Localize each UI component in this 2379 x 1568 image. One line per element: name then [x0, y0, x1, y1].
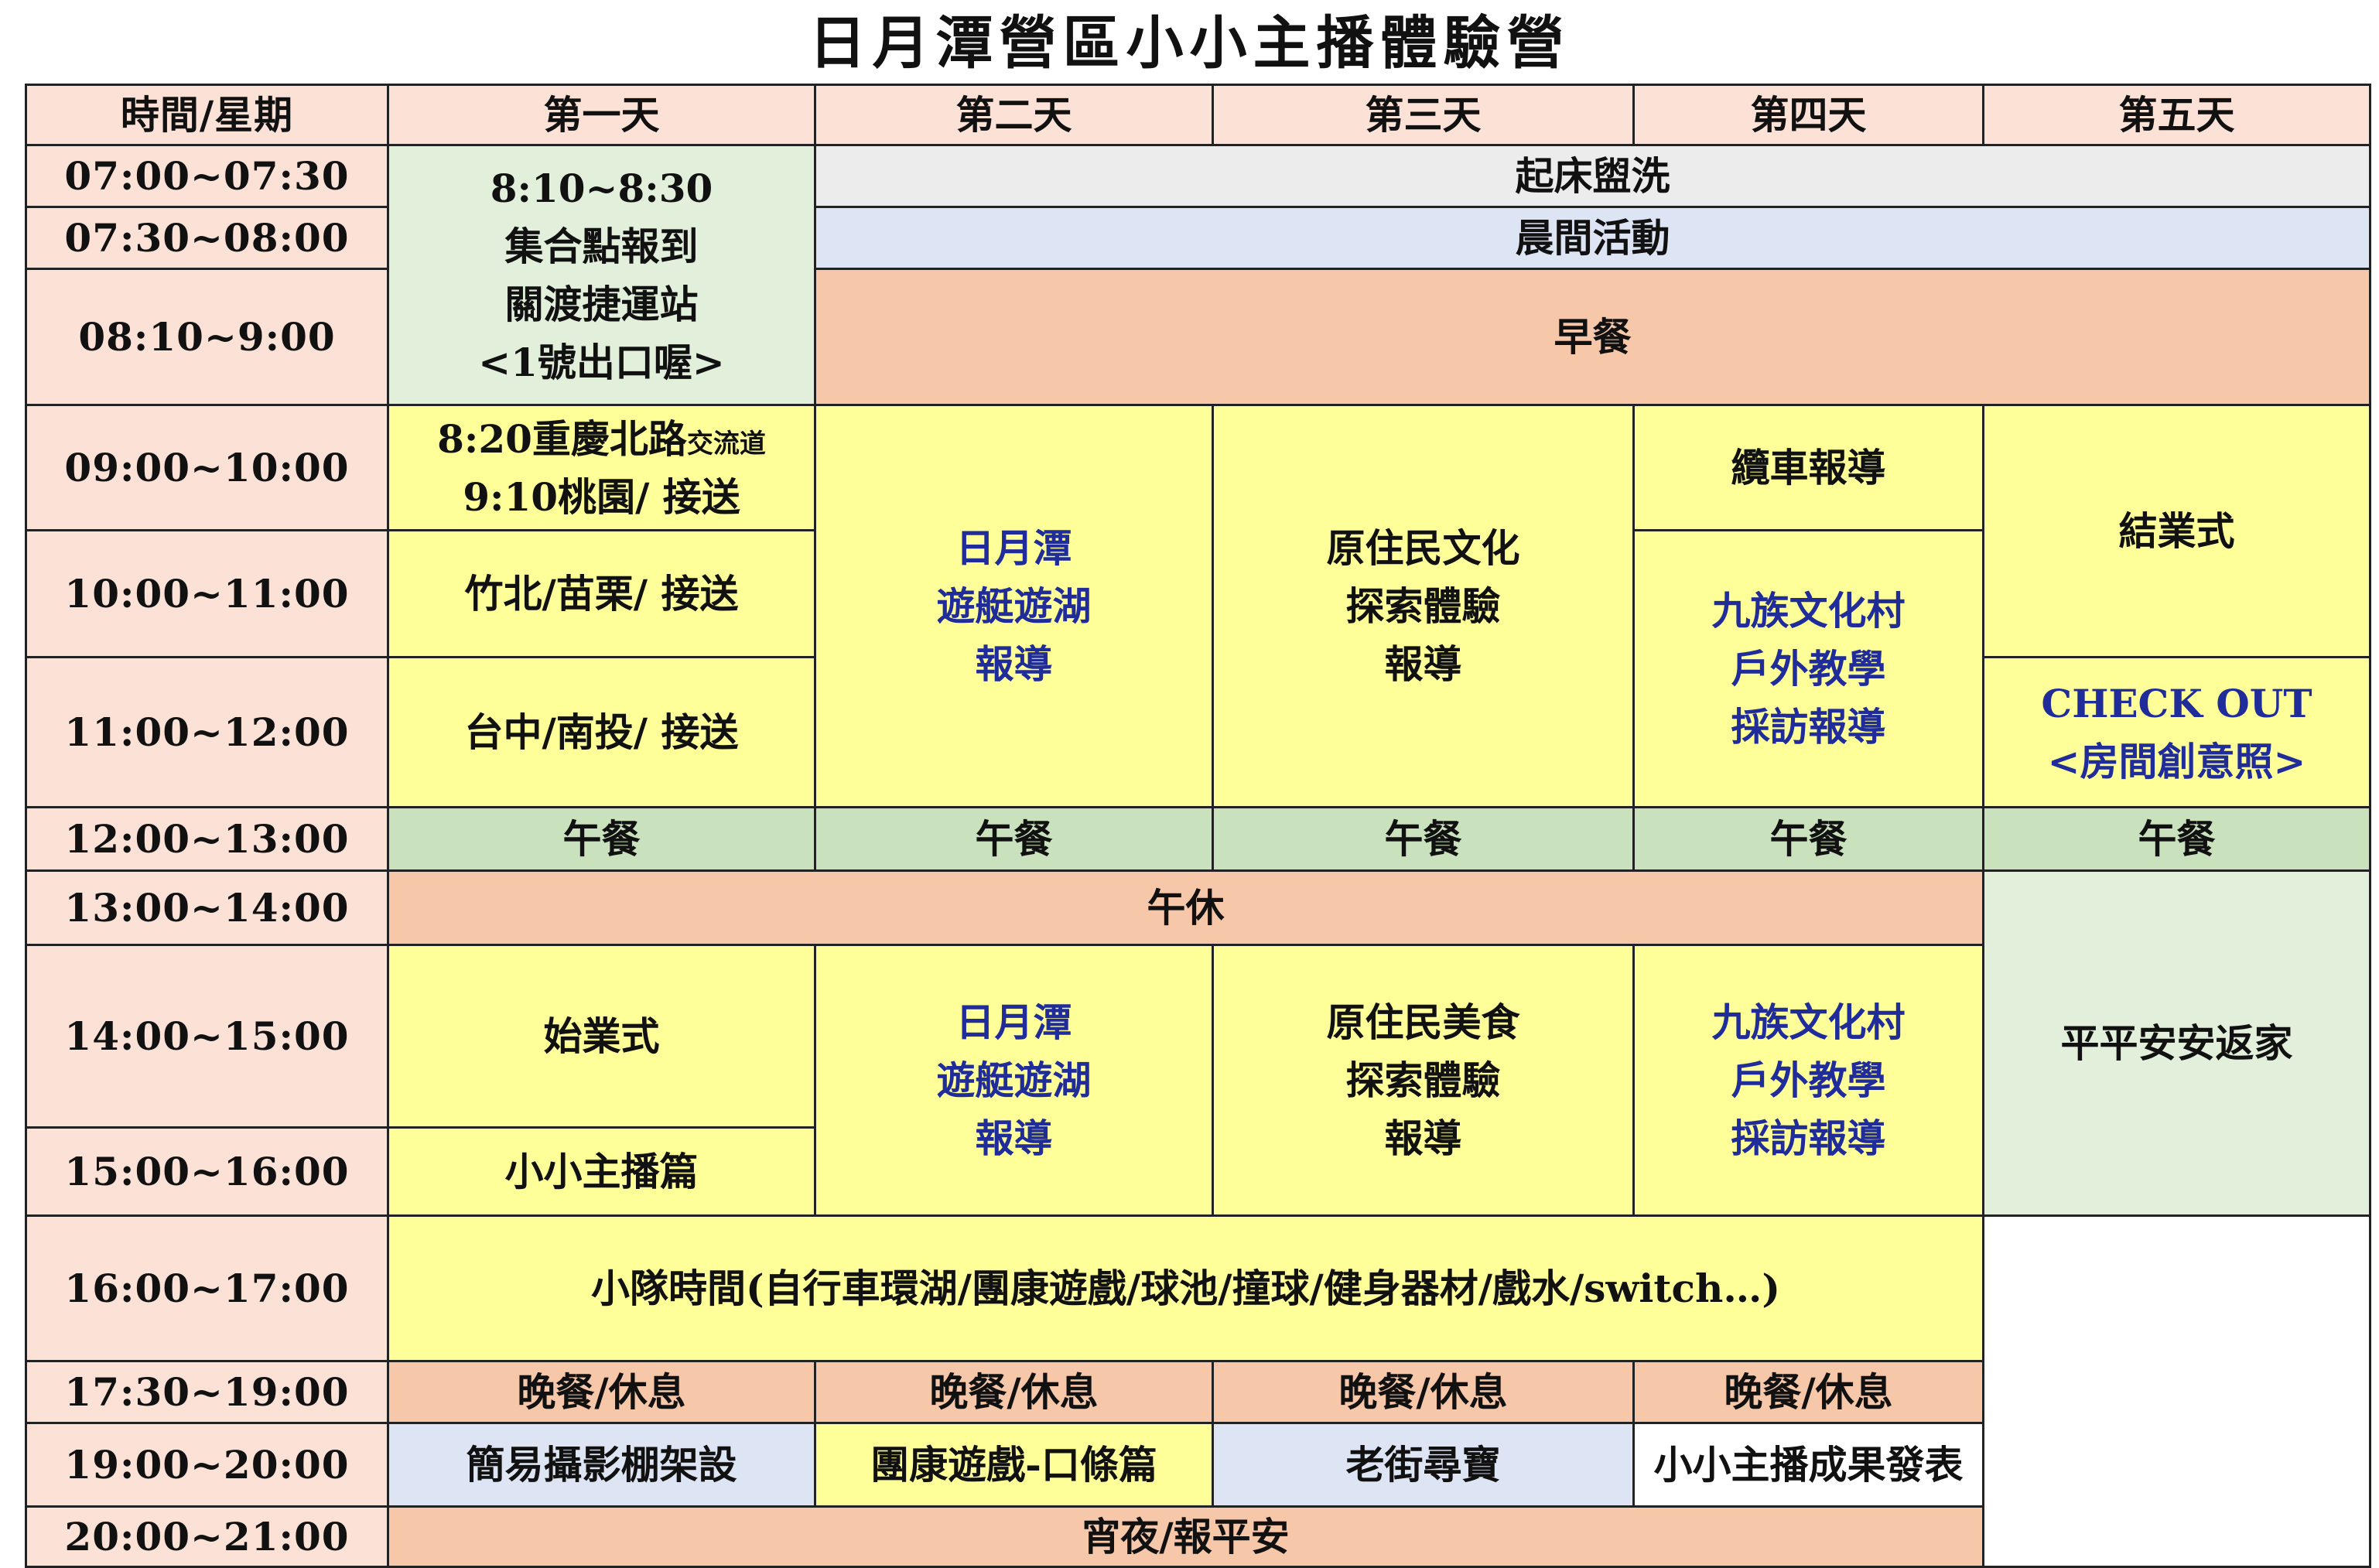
day2-am-activity: 日月潭 遊艇遊湖 報導: [814, 404, 1214, 808]
day3-evening: 老街尋寶: [1212, 1422, 1635, 1508]
day4-pm-activity: 九族文化村 戶外教學 採訪報導: [1632, 944, 1984, 1217]
dinner-cell: 晚餐/休息: [387, 1360, 816, 1424]
day3-pm-activity: 原住民美食 探索體驗 報導: [1212, 944, 1635, 1217]
time-cell: 19:00~20:00: [25, 1422, 389, 1508]
lunch-cell: 午餐: [1632, 806, 1984, 872]
lunch-cell: 午餐: [814, 806, 1214, 872]
team-time-cell: 小隊時間(自行車環湖/團康遊戲/球池/撞球/健身器材/戲水/switch…): [387, 1214, 1984, 1362]
table-row: 11:00~12:00 台中/南投/ 接送 CHECK OUT <房間創意照>: [25, 656, 2371, 808]
schedule-table: 時間/星期 第一天 第二天 第三天 第四天 第五天 07:00~07:30 8:…: [25, 84, 2371, 1568]
morning-activity-cell: 晨間活動: [814, 206, 2371, 270]
time-cell: 20:00~21:00: [25, 1505, 389, 1568]
lunch-cell: 午餐: [1982, 806, 2371, 872]
supper-cell: 宵夜/報平安: [387, 1505, 1984, 1568]
day1-checkin: 8:10~8:30 集合點報到 關渡捷運站 <1號出口喔>: [387, 144, 816, 406]
lunch-cell: 午餐: [1212, 806, 1635, 872]
time-cell: 11:00~12:00: [25, 656, 389, 808]
table-row: 17:30~19:00 晚餐/休息 晚餐/休息 晚餐/休息 晚餐/休息: [25, 1360, 2370, 1424]
table-row: 16:00~17:00 小隊時間(自行車環湖/團康遊戲/球池/撞球/健身器材/戲…: [25, 1214, 2371, 1568]
day1-pickup-1: 8:20重慶北路交流道 9:10桃園/ 接送: [387, 404, 816, 531]
time-cell: 14:00~15:00: [25, 944, 389, 1129]
wakeup-cell: 起床盥洗: [814, 144, 2371, 208]
header-day-4: 第四天: [1632, 84, 1984, 146]
header-row: 時間/星期 第一天 第二天 第三天 第四天 第五天: [25, 84, 2371, 146]
day1-pickup-2: 竹北/苗栗/ 接送: [387, 529, 816, 658]
dinner-cell: 晚餐/休息: [814, 1360, 1214, 1424]
lunch-cell: 午餐: [387, 806, 816, 872]
breakfast-cell: 早餐: [814, 268, 2371, 406]
day4-am-activity: 九族文化村 戶外教學 採訪報導: [1632, 529, 1984, 808]
table-row: 08:10~9:00 早餐: [25, 268, 2371, 406]
table-row: 13:00~14:00 午休 平平安安返家: [25, 869, 2371, 1217]
day1-evening: 簡易攝影棚架設: [387, 1422, 816, 1508]
table-row: 14:00~15:00 始業式 日月潭 遊艇遊湖 報導 原住民美食 探索體驗 報…: [25, 944, 2370, 1217]
time-cell: 16:00~17:00: [25, 1214, 389, 1362]
header-corner: 時間/星期: [25, 84, 389, 146]
time-cell: 15:00~16:00: [25, 1126, 389, 1217]
header-day-2: 第二天: [814, 84, 1214, 146]
day2-pm-activity: 日月潭 遊艇遊湖 報導: [814, 944, 1214, 1217]
dinner-cell: 晚餐/休息: [1632, 1360, 1984, 1424]
day5-closing: 結業式: [1982, 404, 2371, 658]
nap-cell: 午休: [387, 869, 1984, 946]
table-row: 07:00~07:30 8:10~8:30 集合點報到 關渡捷運站 <1號出口喔…: [25, 144, 2371, 406]
page-title: 日月潭營區小小主播體驗營: [808, 10, 1571, 77]
time-cell: 17:30~19:00: [25, 1360, 389, 1424]
day2-evening: 團康遊戲-口條篇: [814, 1422, 1214, 1508]
day4-cable-car: 纜車報導: [1632, 404, 1984, 531]
header-day-1: 第一天: [387, 84, 816, 146]
table-row: 09:00~10:00 8:20重慶北路交流道 9:10桃園/ 接送 日月潭 遊…: [25, 404, 2371, 808]
header-day-5: 第五天: [1982, 84, 2371, 146]
day1-opening: 始業式: [387, 944, 816, 1129]
time-cell: 13:00~14:00: [25, 869, 389, 946]
table-row: 10:00~11:00 竹北/苗栗/ 接送 九族文化村 戶外教學 採訪報導: [25, 529, 2370, 808]
table-row: 19:00~20:00 簡易攝影棚架設 團康遊戲-口條篇 老街尋寶 小小主播成果…: [25, 1422, 2370, 1508]
day5-empty: [1982, 1214, 2371, 1568]
day3-am-activity: 原住民文化 探索體驗 報導: [1212, 404, 1635, 808]
day5-go-home: 平平安安返家: [1982, 869, 2371, 1217]
time-cell: 09:00~10:00: [25, 404, 389, 531]
table-row: 20:00~21:00 宵夜/報平安: [25, 1505, 2370, 1568]
day1-pickup-3: 台中/南投/ 接送: [387, 656, 816, 808]
time-cell: 12:00~13:00: [25, 806, 389, 872]
time-cell: 08:10~9:00: [25, 268, 389, 406]
table-row: 15:00~16:00 小小主播篇: [25, 1126, 2370, 1217]
day5-checkout: CHECK OUT <房間創意照>: [1982, 656, 2371, 808]
table-row: 12:00~13:00 午餐 午餐 午餐 午餐 午餐: [25, 806, 2371, 872]
day1-anchor-session: 小小主播篇: [387, 1126, 816, 1217]
time-cell: 07:00~07:30: [25, 144, 389, 208]
day4-evening: 小小主播成果發表: [1632, 1422, 1984, 1508]
time-cell: 10:00~11:00: [25, 529, 389, 658]
header-day-3: 第三天: [1212, 84, 1635, 146]
dinner-cell: 晚餐/休息: [1212, 1360, 1635, 1424]
table-row: 07:30~08:00 晨間活動: [25, 206, 2371, 270]
time-cell: 07:30~08:00: [25, 206, 389, 270]
